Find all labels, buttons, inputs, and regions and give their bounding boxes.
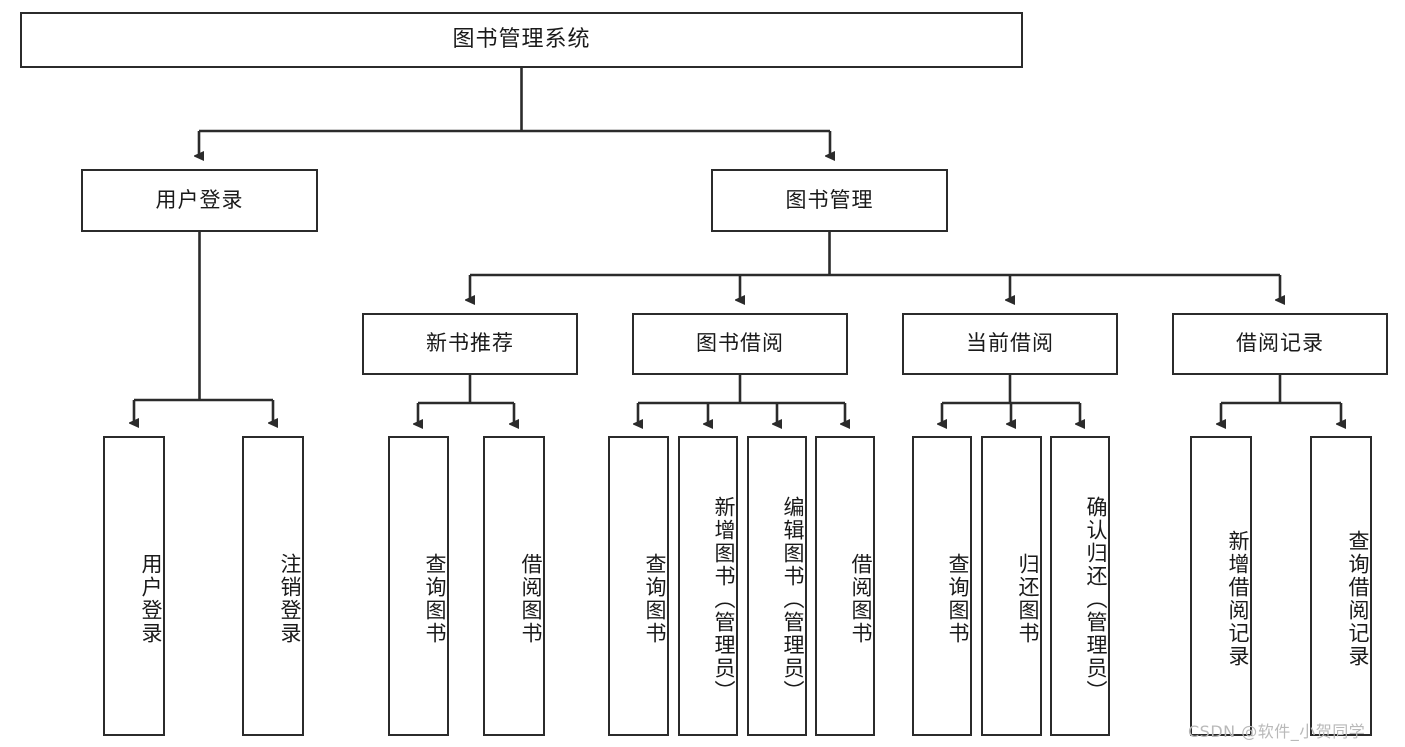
node-root-system[interactable]: 图书管理系统 — [20, 12, 1023, 68]
node-leaves-0[interactable]: 用户登录 — [103, 436, 165, 736]
node-label: 借阅图书 — [519, 553, 543, 645]
node-label: 当前借阅 — [966, 331, 1054, 356]
node-level3-0[interactable]: 新书推荐 — [362, 313, 578, 375]
node-level3-2[interactable]: 当前借阅 — [902, 313, 1118, 375]
node-level3-3[interactable]: 借阅记录 — [1172, 313, 1388, 375]
node-label: 用户登录 — [139, 553, 163, 645]
node-label: 新书推荐 — [426, 331, 514, 356]
node-label: 确认归还（管理员） — [1084, 495, 1108, 703]
node-level2-1[interactable]: 图书管理 — [711, 169, 948, 232]
node-leaves-6[interactable]: 编辑图书（管理员） — [747, 436, 807, 736]
node-label: 查询借阅记录 — [1346, 530, 1370, 668]
node-label: 注销登录 — [278, 553, 302, 645]
node-leaves-1[interactable]: 注销登录 — [242, 436, 304, 736]
node-label: 新增借阅记录 — [1226, 530, 1250, 668]
node-label: 查询图书 — [946, 553, 970, 645]
node-label: 用户登录 — [155, 187, 244, 212]
node-label: 图书管理 — [785, 187, 874, 212]
node-leaves-7[interactable]: 借阅图书 — [815, 436, 875, 736]
node-leaves-4[interactable]: 查询图书 — [608, 436, 669, 736]
node-leaves-3[interactable]: 借阅图书 — [483, 436, 545, 736]
node-level3-1[interactable]: 图书借阅 — [632, 313, 848, 375]
node-leaves-9[interactable]: 归还图书 — [981, 436, 1042, 736]
node-label: 借阅记录 — [1236, 331, 1324, 356]
node-level2-0[interactable]: 用户登录 — [81, 169, 318, 232]
node-leaves-8[interactable]: 查询图书 — [912, 436, 972, 736]
node-label: 新增图书（管理员） — [712, 495, 736, 703]
node-leaves-10[interactable]: 确认归还（管理员） — [1050, 436, 1110, 736]
node-label: 归还图书 — [1016, 553, 1040, 645]
node-label: 借阅图书 — [849, 553, 873, 645]
node-label: 查询图书 — [423, 553, 447, 645]
watermark: CSDN @软件_小贺同学 — [1188, 722, 1366, 741]
node-leaves-11[interactable]: 新增借阅记录 — [1190, 436, 1252, 736]
node-leaves-2[interactable]: 查询图书 — [388, 436, 449, 736]
node-label: 编辑图书（管理员） — [781, 495, 805, 703]
node-label: 图书借阅 — [696, 331, 784, 356]
node-label: 查询图书 — [643, 553, 667, 645]
node-leaves-12[interactable]: 查询借阅记录 — [1310, 436, 1372, 736]
node-label: 图书管理系统 — [452, 26, 591, 52]
node-leaves-5[interactable]: 新增图书（管理员） — [678, 436, 738, 736]
